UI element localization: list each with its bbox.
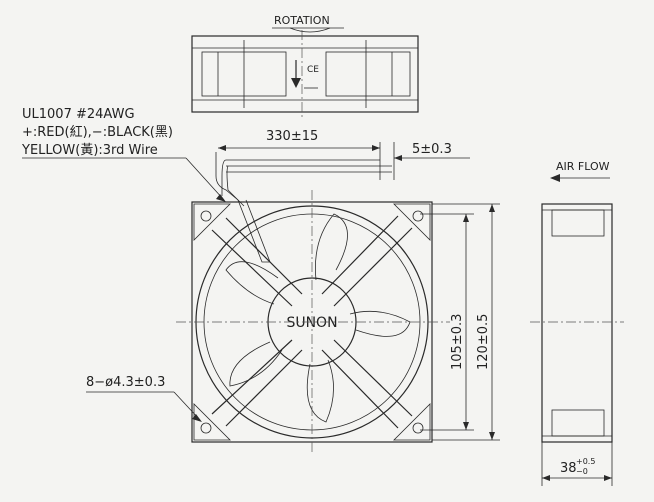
strut-bottom-right: [321, 339, 413, 429]
lead-length-dim: 330±15: [266, 129, 318, 144]
wire-spec-line2: +:RED(紅),−:BLACK(黑): [22, 125, 173, 140]
rotation-arc: [289, 27, 331, 33]
top-view-frame: [191, 35, 419, 113]
mount-hole-tl: [193, 203, 231, 241]
frame-size-dim: 120±0.5: [476, 314, 491, 370]
blade-2: [315, 213, 348, 281]
wire-spec-line3: YELLOW(黃):3rd Wire: [21, 143, 158, 158]
wire-1: [215, 152, 239, 201]
front-dimensions: 105±0.3 120±0.5 8−ø4.3±0.3: [86, 203, 500, 441]
top-view-blade-right: [325, 51, 411, 97]
thickness-tol-lower: −0: [576, 467, 588, 476]
wire-spec-line1: UL1007 #24AWG: [22, 107, 135, 122]
side-bottom-flange: [551, 409, 605, 437]
wire-channel: [237, 199, 271, 263]
side-view: AIR FLOW 38 +0.5 −0: [530, 160, 624, 486]
mount-hole-tr: [393, 203, 431, 241]
blade-1: [225, 261, 279, 305]
strut-bottom-left: [211, 339, 303, 427]
blade-5: [229, 341, 283, 387]
lead-dimensions: 330±15 5±0.3: [215, 129, 470, 207]
wire-spec-leader: [185, 157, 225, 201]
wire-3: [226, 165, 245, 207]
front-view: SUNON: [176, 190, 450, 454]
air-flow-label: AIR FLOW: [556, 160, 610, 173]
hole-pitch-dim: 105±0.3: [450, 314, 465, 370]
strut-top-right: [321, 215, 413, 307]
side-top-flange: [551, 209, 605, 237]
mount-holes-dim: 8−ø4.3±0.3: [86, 375, 165, 390]
ce-mark: CE: [307, 65, 319, 75]
blade-4: [306, 359, 334, 423]
mount-hole-bl: [193, 403, 231, 441]
top-view: ROTATION CE: [191, 14, 419, 118]
thickness-dim: 38: [560, 461, 577, 476]
strip-length-dim: 5±0.3: [412, 142, 452, 157]
wire-spec: UL1007 #24AWG +:RED(紅),−:BLACK(黑) YELLOW…: [21, 107, 226, 202]
wire-2: [221, 159, 227, 196]
side-frame: [541, 203, 613, 443]
rotation-label: ROTATION: [274, 14, 330, 27]
blade-3: [349, 310, 411, 337]
mount-hole-br: [393, 403, 431, 441]
thickness-tol-upper: +0.5: [576, 457, 595, 466]
strut-top-left: [211, 217, 303, 307]
